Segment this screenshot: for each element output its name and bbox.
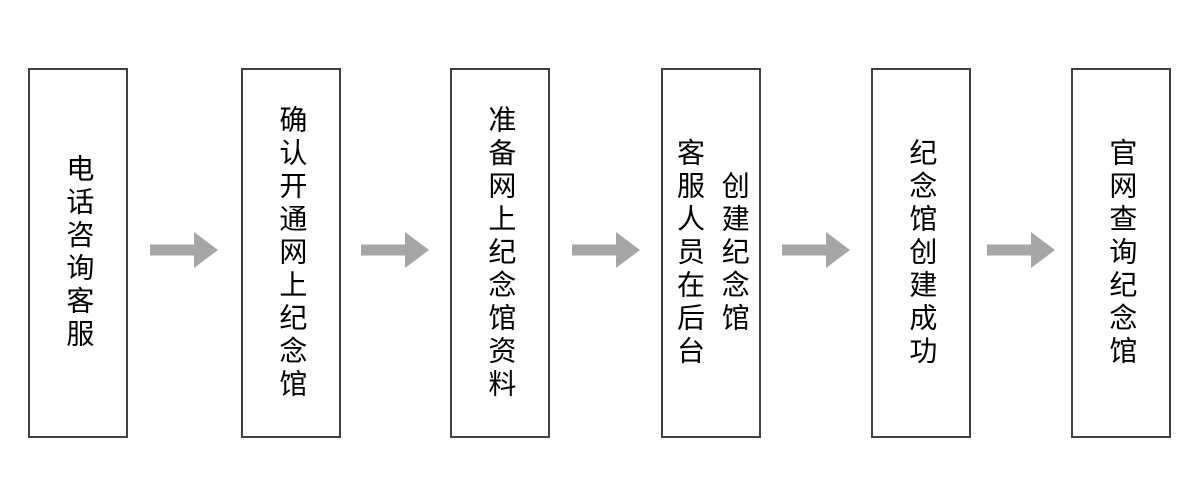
flow-step-6-box: 官网查询纪念馆	[1071, 68, 1171, 438]
flow-step-6-line-1: 官网查询纪念馆	[1106, 137, 1138, 369]
flow-step-2-label: 确认开通网上纪念馆	[269, 70, 314, 436]
flow-step-1-label: 电话咨询客服	[56, 70, 101, 436]
flow-step-3-box: 准备网上纪念馆资料	[450, 68, 550, 438]
flow-step-4-line-1: 客服人员在后台	[674, 137, 705, 369]
arrow-right-icon	[987, 232, 1055, 268]
flow-step-2-line-1: 确认开通网上纪念馆	[276, 104, 308, 402]
flow-step-5-line-1: 纪念馆创建成功	[906, 137, 938, 369]
flow-step-3-line-1: 准备网上纪念馆资料	[485, 104, 517, 402]
flow-step-5-box: 纪念馆创建成功	[871, 68, 971, 438]
arrow-right-icon	[572, 232, 640, 268]
flow-step-1-box: 电话咨询客服	[28, 68, 128, 438]
flow-step-5-label: 纪念馆创建成功	[899, 70, 944, 436]
flow-step-6-label: 官网查询纪念馆	[1099, 70, 1144, 436]
arrow-right-icon	[361, 232, 429, 268]
flow-step-4-box: 客服人员在后台创建纪念馆	[661, 68, 761, 438]
arrow-right-icon	[150, 232, 218, 268]
flow-step-2-box: 确认开通网上纪念馆	[241, 68, 341, 438]
flow-step-4-label: 客服人员在后台创建纪念馆	[666, 70, 756, 436]
flow-step-4-line-2: 创建纪念馆	[718, 170, 750, 336]
flow-step-3-label: 准备网上纪念馆资料	[478, 70, 523, 436]
arrow-right-icon	[782, 232, 850, 268]
flow-step-1-line-1: 电话咨询客服	[63, 154, 95, 352]
